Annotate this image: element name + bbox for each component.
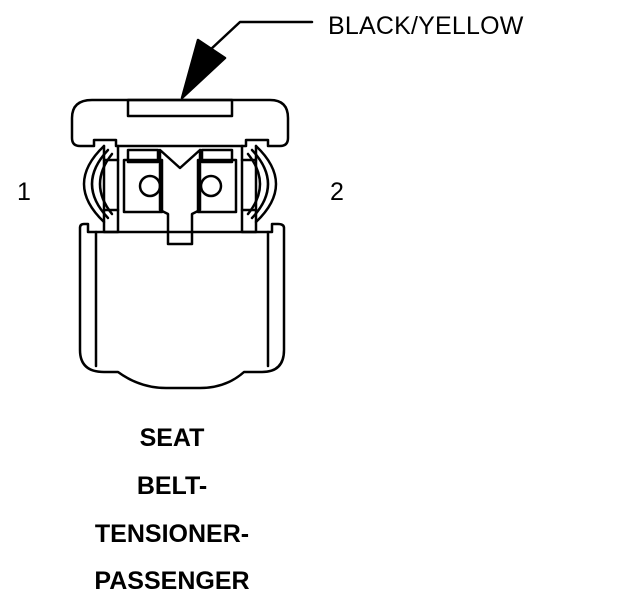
center-latch (158, 148, 202, 246)
pin-number-2: 2 (330, 178, 344, 206)
connector-cap (70, 98, 290, 148)
pin-cavity-1 (122, 158, 164, 214)
leader-arrow (180, 38, 227, 100)
right-rib-inner (246, 152, 262, 216)
left-rib-inner (98, 152, 114, 216)
pin-hole-1 (138, 174, 162, 198)
connector-name-line-2: BELT- (136, 472, 208, 500)
connector-body (78, 222, 286, 390)
connector-name-line-1: SEAT (139, 424, 205, 452)
right-rib-outer (254, 144, 278, 224)
pin-number-1: 1 (17, 178, 31, 206)
wire-color-label: BLACK/YELLOW (328, 12, 524, 40)
left-rib-outer (82, 144, 106, 224)
right-rib-mid (250, 148, 270, 220)
connector-name-line-4: PASSENGER (94, 567, 250, 595)
leader-line (208, 20, 314, 52)
connector-name-line-3: TENSIONER- (94, 520, 250, 548)
pin-cavity-2 (196, 158, 238, 214)
pin-hole-2 (199, 174, 223, 198)
left-rib-mid (90, 148, 110, 220)
cap-slot (126, 98, 234, 118)
